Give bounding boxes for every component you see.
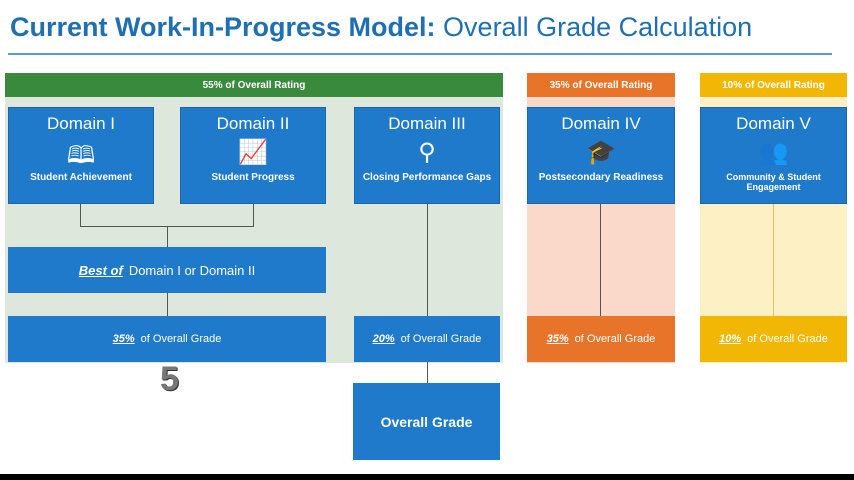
grade-box-35: 35%of Overall Grade bbox=[8, 316, 326, 362]
connector bbox=[253, 204, 254, 226]
domain-3-box: Domain III⚲Closing Performance Gaps bbox=[354, 107, 500, 204]
connector bbox=[427, 362, 428, 383]
header-55: 55% of Overall Rating bbox=[5, 73, 503, 97]
bottom-bar bbox=[0, 474, 854, 480]
domain-1-box: Domain I🕮Student Achievement bbox=[8, 107, 154, 204]
domain-4-box: Domain IV🎓Postsecondary Readiness bbox=[527, 107, 675, 204]
overlay-digit: 5 bbox=[160, 360, 179, 398]
graduate-icon: 🎓 bbox=[586, 139, 616, 166]
domain-5-box: Domain V👥Community & Student Engagement bbox=[700, 107, 847, 204]
connector bbox=[600, 204, 601, 316]
progress-chart-icon: 📈 bbox=[238, 139, 268, 166]
connector bbox=[773, 204, 774, 316]
header-10: 10% of Overall Rating bbox=[700, 73, 847, 97]
climbing-icon: ⚲ bbox=[418, 139, 436, 166]
connector bbox=[167, 226, 168, 247]
connector bbox=[167, 293, 168, 316]
grade-box-20: 20%of Overall Grade bbox=[354, 316, 500, 362]
grade-box-35-orange: 35%of Overall Grade bbox=[527, 316, 675, 362]
domain-2-box: Domain II📈Student Progress bbox=[180, 107, 326, 204]
grade-box-10: 10%of Overall Grade bbox=[700, 316, 847, 362]
connector bbox=[427, 204, 428, 316]
title-divider bbox=[8, 53, 832, 55]
overall-grade-box: Overall Grade bbox=[353, 383, 500, 460]
reading-student-icon: 🕮 bbox=[66, 142, 96, 169]
connector bbox=[80, 204, 81, 226]
community-icon: 👥 bbox=[758, 139, 789, 166]
header-35: 35% of Overall Rating bbox=[527, 73, 675, 97]
slide-title: Current Work-In-Progress Model: Overall … bbox=[10, 12, 753, 42]
